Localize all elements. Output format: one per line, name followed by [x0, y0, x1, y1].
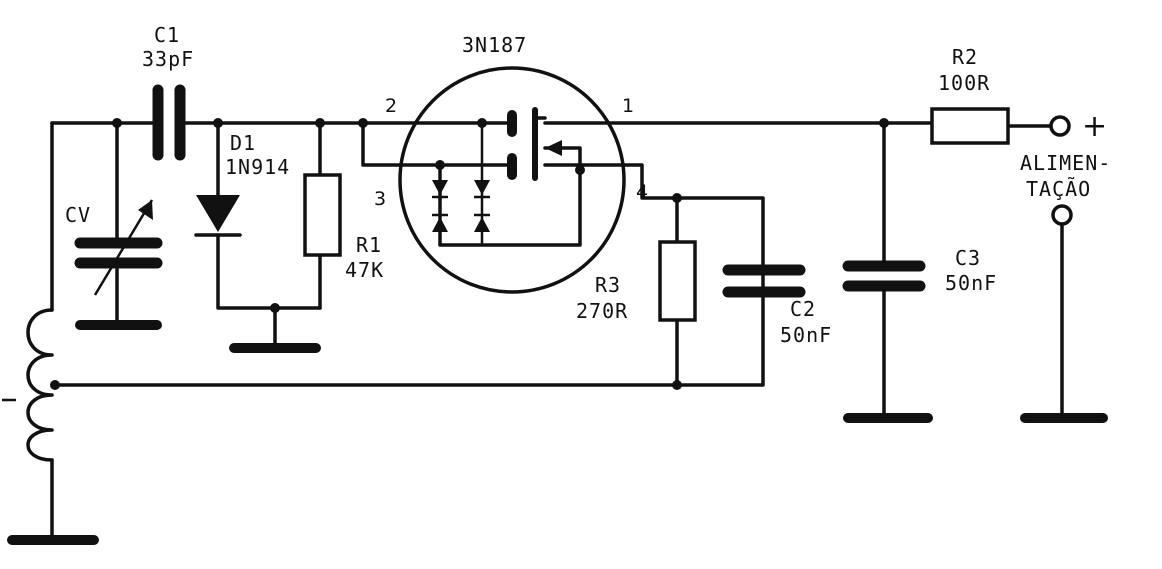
c1-name: C1 [154, 23, 180, 47]
gate2-branch [361, 121, 512, 167]
resistor-r2: R2 100R [930, 45, 1010, 145]
junction-dots [50, 118, 889, 390]
c2-value: 50nF [780, 323, 832, 347]
pin-2: 2 [385, 95, 397, 117]
plus-sign: + [1082, 109, 1107, 144]
resistor-r3: R3 270R [576, 240, 697, 323]
c3-name: C3 [955, 246, 981, 270]
power-supply-terminals: + ALIMEN- TAÇÃO [1020, 109, 1111, 423]
diode-d1: D1 1N914 [194, 131, 290, 237]
cv-name: CV [65, 203, 91, 227]
r3-value: 270R [576, 299, 628, 323]
source-bus [50, 163, 765, 387]
c2-name: C2 [790, 297, 816, 321]
c1-value: 33pF [142, 47, 194, 71]
mosfet-3n187: 3N187 1 2 3 4 [374, 33, 648, 294]
plus-terminal [1049, 115, 1071, 137]
pin-1: 1 [622, 95, 634, 117]
supply-label-line2: TAÇÃO [1026, 177, 1091, 201]
capacitor-c3: C3 50nF [842, 246, 997, 423]
r1-name: R1 [356, 233, 382, 257]
capacitor-c1: C1 33pF [142, 23, 194, 161]
variable-capacitor-cv: CV [65, 199, 163, 330]
r2-value: 100R [938, 71, 990, 95]
r1-value: 47K [345, 258, 384, 282]
r3-name: R3 [595, 273, 621, 297]
fet-name: 3N187 [462, 33, 527, 57]
pin-4: 4 [636, 181, 648, 203]
capacitor-c2: C2 50nF [722, 264, 832, 347]
r2-name: R2 [952, 45, 978, 69]
wires [2, 121, 1064, 542]
pin-3: 3 [374, 188, 386, 210]
c3-value: 50nF [945, 271, 997, 295]
inductor-coil [26, 308, 54, 462]
d1-bottom-lead [216, 233, 322, 310]
supply-label-line1: ALIMEN- [1020, 151, 1111, 175]
minus-terminal [1051, 204, 1073, 226]
resistor-r1: R1 47K [303, 173, 384, 282]
d1-value: 1N914 [225, 155, 290, 179]
d1-name: D1 [230, 131, 256, 155]
